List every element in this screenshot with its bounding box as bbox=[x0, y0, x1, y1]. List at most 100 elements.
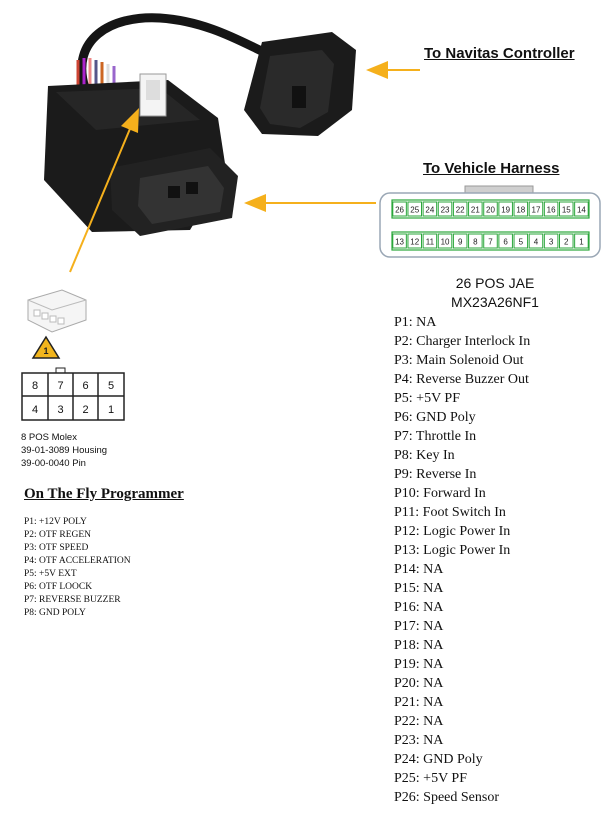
harness-pin-item: P1: NA bbox=[394, 315, 437, 330]
harness-pin-number: 17 bbox=[532, 206, 541, 215]
harness-pin-number: 23 bbox=[441, 206, 450, 215]
harness-pin-number: 4 bbox=[534, 238, 539, 247]
harness-pin-cell bbox=[407, 201, 423, 217]
harness-pin-item: P19: NA bbox=[394, 657, 444, 672]
harness-pin-cell bbox=[558, 233, 574, 249]
harness-pin-item: P17: NA bbox=[394, 619, 444, 634]
harness-pin-number: 25 bbox=[410, 206, 419, 215]
harness-pin-cell bbox=[574, 233, 589, 249]
harness-pin-cell bbox=[498, 201, 513, 217]
harness-pin-cell bbox=[528, 201, 544, 217]
molex-line2: 39-01-3089 Housing bbox=[21, 445, 108, 456]
cable bbox=[77, 13, 287, 90]
molex-connector-illustration bbox=[27, 289, 87, 333]
harness-pin-number: 21 bbox=[471, 206, 480, 215]
harness-pin-cell bbox=[437, 201, 453, 217]
harness-pin-item: P25: +5V PF bbox=[394, 771, 468, 786]
arrow-to-otf-port bbox=[69, 108, 139, 273]
harness-pin-item: P20: NA bbox=[394, 676, 444, 691]
harness-pin-cell bbox=[468, 233, 483, 249]
navitas-connector bbox=[244, 32, 356, 136]
otf-pin-item: P7: REVERSE BUZZER bbox=[24, 595, 121, 605]
harness-pin-item: P14: NA bbox=[394, 562, 444, 577]
svg-text:1: 1 bbox=[43, 346, 48, 356]
harness-pin-item: P24: GND Poly bbox=[394, 752, 483, 767]
harness-pin-cell bbox=[543, 233, 559, 249]
otf-pin-item: P4: OTF ACCELERATION bbox=[24, 556, 131, 566]
otf-pin-item: P6: OTF LOOCK bbox=[24, 582, 93, 592]
harness-pin-number: 26 bbox=[395, 206, 404, 215]
warning-triangle-icon: 1 bbox=[31, 335, 61, 359]
harness-pin-item: P15: NA bbox=[394, 581, 444, 596]
harness-pin-item: P7: Throttle In bbox=[394, 429, 477, 444]
vehicle-harness-label: To Vehicle Harness bbox=[423, 160, 560, 177]
navitas-controller-label: To Navitas Controller bbox=[424, 45, 575, 62]
harness-pin-item: P18: NA bbox=[394, 638, 444, 653]
molex-line1: 8 POS Molex bbox=[21, 432, 77, 443]
harness-pin-item: P6: GND Poly bbox=[394, 410, 476, 425]
harness-pin-number: 5 bbox=[519, 238, 524, 247]
arrow-to-navitas bbox=[366, 61, 420, 79]
harness-pin-cell bbox=[392, 201, 407, 217]
harness-pin-number: 12 bbox=[410, 238, 419, 247]
harness-pin-cell bbox=[483, 233, 498, 249]
harness-pin-cell bbox=[452, 201, 468, 217]
molex-info: 8 POS Molex 39-01-3089 Housing 39-00-004… bbox=[21, 431, 107, 470]
harness-pin-number: 14 bbox=[577, 206, 586, 215]
harness-pin-number: 10 bbox=[441, 238, 450, 247]
harness-pin-cell bbox=[543, 201, 559, 217]
harness-pin-item: P4: Reverse Buzzer Out bbox=[394, 372, 529, 387]
harness-pin-item: P23: NA bbox=[394, 733, 444, 748]
harness-title-line2: MX23A26NF1 bbox=[451, 294, 539, 310]
harness-pin-item: P10: Forward In bbox=[394, 486, 486, 501]
harness-title-line1: 26 POS JAE bbox=[455, 275, 535, 291]
harness-pin-item: P16: NA bbox=[394, 600, 444, 615]
harness-pin-cell bbox=[437, 233, 453, 249]
harness-pin-cell bbox=[422, 201, 438, 217]
harness-pin-cell bbox=[558, 201, 574, 217]
harness-pin-cell bbox=[513, 233, 529, 249]
harness-pin-number: 8 bbox=[473, 238, 478, 247]
harness-pin-cell bbox=[452, 233, 468, 249]
otf-pin-item: P3: OTF SPEED bbox=[24, 543, 89, 553]
harness-pin-item: P5: +5V PF bbox=[394, 391, 461, 406]
otf-programmer-heading: On The Fly Programmer bbox=[24, 486, 184, 502]
harness-pin-item: P26: Speed Sensor bbox=[394, 790, 499, 805]
molex-pin-number: 1 bbox=[108, 404, 114, 416]
molex-pin-number: 4 bbox=[32, 404, 38, 416]
molex-pin-number: 3 bbox=[57, 404, 63, 416]
arrow-to-vehicle-harness bbox=[244, 194, 376, 212]
harness-pin-number: 6 bbox=[503, 238, 508, 247]
harness-pin-item: P2: Charger Interlock In bbox=[394, 334, 531, 349]
programmer-module bbox=[44, 73, 238, 236]
harness-pin-item: P9: Reverse In bbox=[394, 467, 477, 482]
molex-pin-number: 8 bbox=[32, 380, 38, 392]
harness-pin-number: 1 bbox=[579, 238, 584, 247]
harness-pin-number: 16 bbox=[547, 206, 556, 215]
harness-pin-number: 13 bbox=[395, 238, 404, 247]
harness-pin-list: P1: NA P2: Charger Interlock In P3: Main S… bbox=[394, 313, 530, 807]
molex-pin-number: 7 bbox=[57, 380, 63, 392]
harness-pin-item: P11: Foot Switch In bbox=[394, 505, 506, 520]
harness-pin-number: 24 bbox=[425, 206, 434, 215]
harness-pin-cell bbox=[392, 233, 407, 249]
harness-pin-item: P3: Main Solenoid Out bbox=[394, 353, 524, 368]
harness-pin-cell bbox=[483, 201, 498, 217]
molex-pin-number: 2 bbox=[82, 404, 88, 416]
molex-line3: 39-00-0040 Pin bbox=[21, 458, 86, 469]
harness-pin-cell bbox=[407, 233, 423, 249]
otf-pin-item: P2: OTF REGEN bbox=[24, 530, 92, 540]
harness-pin-item: P22: NA bbox=[394, 714, 444, 729]
harness-pin-cell bbox=[528, 233, 544, 249]
harness-pin-number: 3 bbox=[549, 238, 554, 247]
harness-pin-cell bbox=[574, 201, 589, 217]
harness-pin-number: 18 bbox=[516, 206, 525, 215]
harness-pin-item: P21: NA bbox=[394, 695, 444, 710]
harness-pin-number: 11 bbox=[426, 238, 435, 247]
harness-pin-number: 7 bbox=[488, 238, 493, 247]
